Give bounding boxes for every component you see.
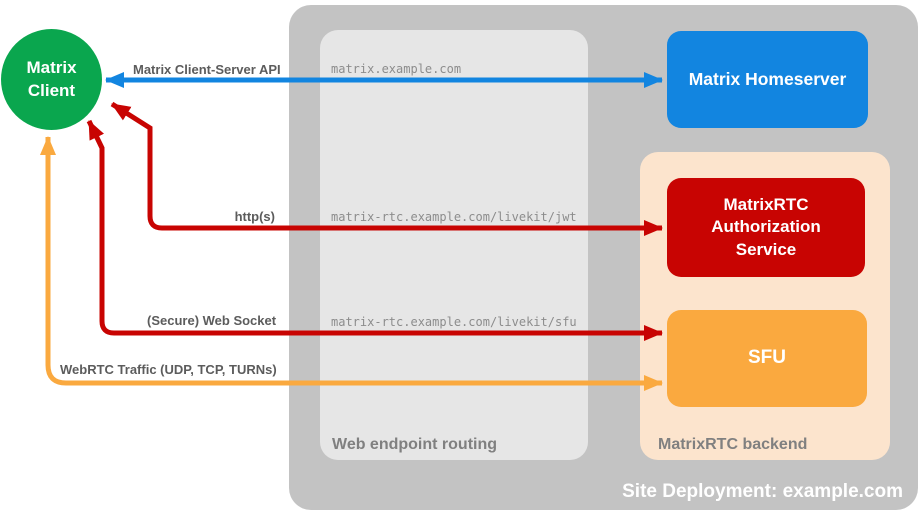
container-web-endpoint-routing xyxy=(320,30,588,460)
container-label-matrixrtc-backend: MatrixRTC backend xyxy=(658,436,808,453)
node-auth-service-label: MatrixRTC Authorization Service xyxy=(711,195,821,259)
node-matrix-homeserver: Matrix Homeserver xyxy=(667,31,868,128)
node-sfu: SFU xyxy=(667,310,867,407)
container-label-web-endpoint-routing: Web endpoint routing xyxy=(332,436,498,453)
node-auth-service: MatrixRTC Authorization Service xyxy=(667,178,865,277)
node-matrix-homeserver-label: Matrix Homeserver xyxy=(688,69,847,90)
node-matrix-client: Matrix Client xyxy=(1,29,102,130)
container-label-site-deployment: Site Deployment: example.com xyxy=(622,481,903,502)
route-livekit-sfu: matrix-rtc.example.com/livekit/sfu xyxy=(331,315,577,329)
connection-label-https: http(s) xyxy=(234,209,275,224)
node-matrix-client-label: Matrix Client xyxy=(26,58,77,100)
connection-label-web-socket: (Secure) Web Socket xyxy=(147,313,277,328)
connection-label-client-server-api: Matrix Client-Server API xyxy=(133,62,281,77)
node-sfu-label: SFU xyxy=(748,347,786,369)
route-matrix-example-com: matrix.example.com xyxy=(331,62,462,76)
connection-label-webrtc-traffic: WebRTC Traffic (UDP, TCP, TURNs) xyxy=(60,362,277,377)
route-livekit-jwt: matrix-rtc.example.com/livekit/jwt xyxy=(331,210,577,224)
